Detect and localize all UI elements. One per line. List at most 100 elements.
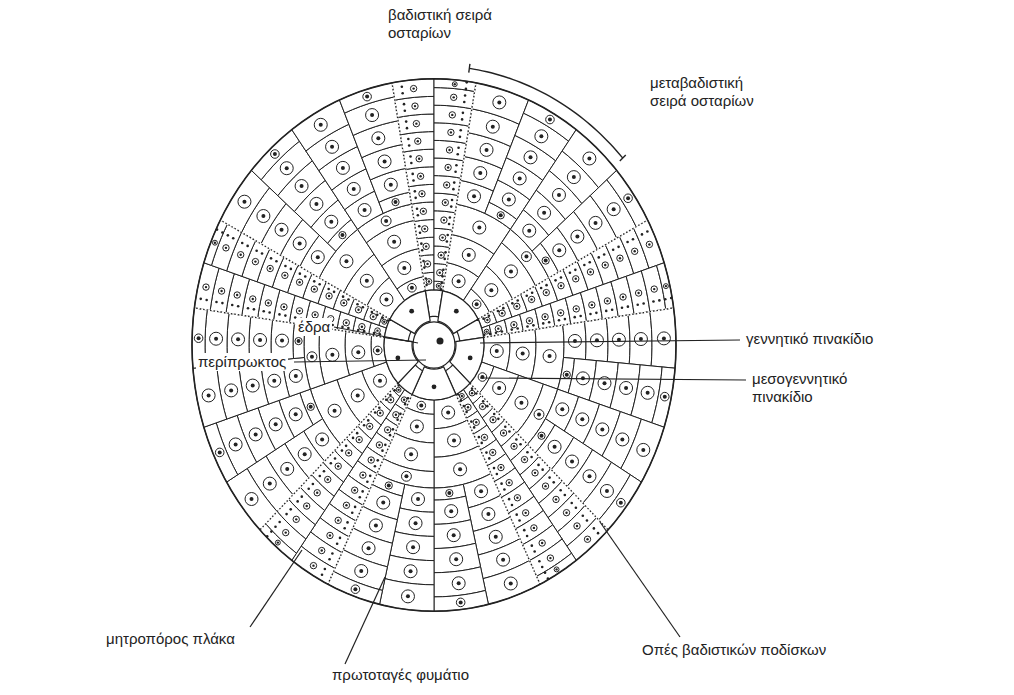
tubercle-boss [353, 587, 357, 591]
test-plate [634, 220, 665, 268]
tubercle [484, 329, 489, 334]
pore-pair [508, 498, 511, 501]
tubercle [311, 251, 324, 264]
tubercle-boss [565, 373, 569, 377]
part-label: πρωτοταγές φυμάτιο [330, 666, 471, 684]
pore-pair [548, 321, 551, 324]
part-label: περίπρωκτος [196, 353, 288, 371]
pore-pair [324, 568, 327, 571]
tubercle-boss [665, 285, 667, 287]
test-plate [204, 220, 228, 265]
pore-pair [497, 418, 500, 421]
pore-pair [531, 292, 534, 295]
pore-pair [418, 225, 421, 228]
tubercle-boss [197, 336, 201, 340]
tubercle [617, 498, 626, 507]
tubercle [229, 438, 242, 451]
tubercle [283, 529, 289, 535]
tubercle-boss [316, 255, 320, 259]
pore-pair [488, 314, 491, 317]
pore-pair [232, 237, 235, 240]
tubercle [450, 553, 463, 566]
tubercle-boss [639, 337, 643, 341]
tubercle-boss [329, 220, 333, 224]
tubercle [360, 274, 373, 287]
tubercle-boss [624, 386, 628, 390]
tubercle [358, 204, 371, 217]
tubercle-boss [298, 310, 300, 312]
tubercle-boss [486, 512, 490, 516]
tubercle-boss [387, 484, 391, 488]
tubercle [514, 495, 520, 501]
ambulacral-border [220, 220, 390, 319]
tubercle [657, 332, 670, 345]
tubercle [319, 547, 325, 553]
pore-pair [221, 231, 224, 234]
tubercle [281, 462, 294, 475]
tubercle-boss [534, 472, 536, 474]
tubercle [202, 389, 215, 402]
pore-pair [504, 425, 507, 428]
tubercle [497, 553, 510, 566]
pore-pair [541, 566, 544, 569]
leader-line [480, 340, 740, 343]
tubercle-boss [414, 521, 418, 525]
tubercle-boss [329, 534, 331, 536]
pore-pair [409, 155, 412, 158]
tubercle-boss [341, 166, 345, 170]
tubercle [495, 325, 501, 331]
pore-pair [343, 527, 346, 530]
tubercle [295, 180, 308, 193]
pore-pair [493, 413, 496, 416]
pore-pair [407, 138, 410, 141]
tubercle [372, 132, 385, 145]
tubercle [194, 334, 203, 343]
leader-lines [250, 327, 746, 664]
part-label: Οπές βαδιστικών ποδίσκων [640, 641, 828, 659]
tubercle-boss [258, 338, 262, 342]
tubercle-boss [378, 379, 382, 383]
pore-pair [515, 513, 518, 516]
tubercle [506, 479, 512, 485]
tubercle [535, 130, 548, 143]
tubercle [413, 120, 419, 126]
tubercle [289, 369, 302, 382]
tubercle [407, 541, 420, 554]
tubercle-boss [501, 558, 505, 562]
pore-pair [347, 298, 350, 301]
tubercle-boss [544, 259, 548, 263]
pore-pair [442, 269, 445, 272]
tubercle [246, 379, 259, 392]
pore-pair [589, 313, 592, 316]
pore-pair [401, 85, 404, 88]
tubercle-boss [501, 312, 503, 314]
tubercle [473, 419, 479, 425]
pore-pair [459, 136, 462, 139]
tubercle-boss [485, 330, 487, 332]
pore-pair [318, 283, 321, 286]
ambulacral-border [484, 308, 674, 337]
pore-pair [334, 457, 337, 460]
tubercle-boss [376, 329, 378, 331]
tubercle [340, 255, 353, 268]
pore-pair [559, 489, 562, 492]
tubercle-boss [461, 395, 463, 397]
tubercle [265, 300, 271, 306]
tubercle-boss [337, 465, 339, 467]
tubercle-boss [333, 409, 337, 413]
tubercle [546, 115, 555, 124]
tubercle-boss [521, 352, 525, 356]
pore-pair [664, 298, 667, 301]
ambulacral-border [194, 308, 384, 337]
tubercle-boss [229, 388, 233, 392]
pore-pair [381, 449, 384, 452]
pore-pair [451, 199, 454, 202]
tubercle [498, 464, 504, 470]
tubercle [367, 423, 373, 429]
tubercle-boss [530, 298, 532, 300]
tubercle-boss [428, 280, 430, 282]
tubercle [380, 293, 393, 306]
pore-pair [270, 530, 273, 533]
test-plate [292, 100, 349, 151]
pore-pair [511, 302, 514, 305]
